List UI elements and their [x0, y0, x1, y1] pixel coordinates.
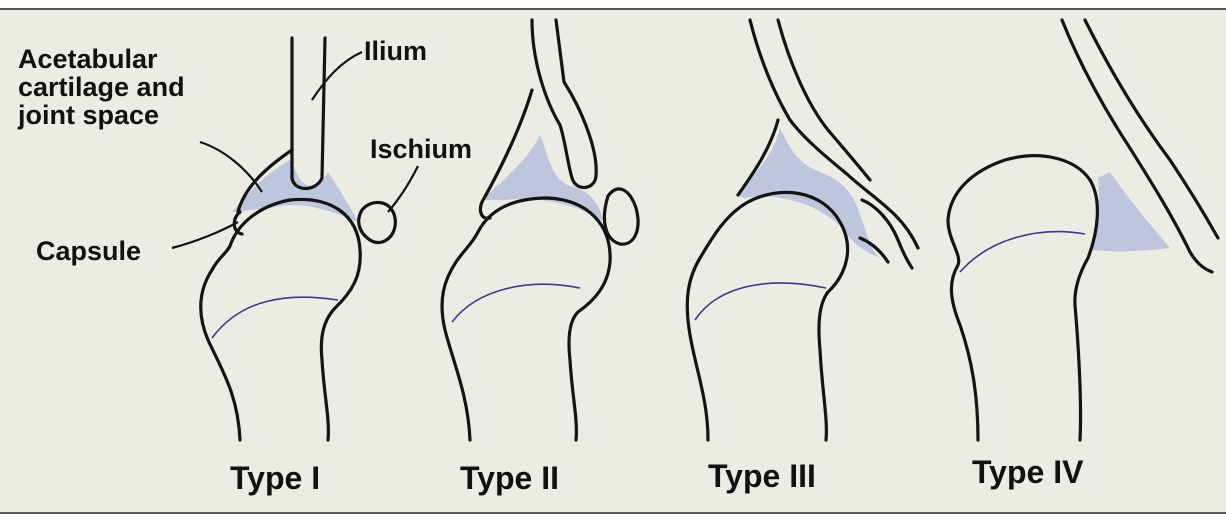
type-1-ilium	[292, 38, 325, 189]
type-2-growth-plate	[452, 284, 580, 322]
type-4-growth-plate	[960, 232, 1085, 272]
capsule-leader-line	[172, 222, 238, 248]
type-1-growth-plate	[212, 297, 338, 338]
ischium-leader-line	[388, 166, 418, 212]
label-ilium: Ilium	[364, 38, 427, 65]
label-type-2: Type II	[460, 462, 559, 494]
type-2-figure	[442, 20, 638, 440]
type-3-growth-plate	[695, 283, 826, 320]
label-type-3: Type III	[708, 460, 816, 492]
label-acetabular: Acetabular	[18, 46, 158, 73]
type-3-cartilage	[735, 128, 880, 258]
type-3-figure	[687, 20, 918, 440]
type-4-figure	[948, 20, 1218, 440]
label-cartilage-and: cartilage and	[18, 74, 185, 101]
type-1-figure	[201, 38, 396, 440]
type-3-femur	[687, 192, 847, 440]
type-2-ischium	[604, 189, 638, 244]
label-ischium: Ischium	[370, 136, 472, 163]
type-1-femur	[201, 199, 360, 440]
label-capsule: Capsule	[36, 238, 141, 265]
type-1-cartilage	[232, 160, 358, 222]
label-joint-space: joint space	[18, 102, 159, 129]
label-type-4: Type IV	[972, 456, 1083, 488]
type-2-femur	[442, 198, 610, 440]
ilium-leader-line	[312, 52, 362, 100]
label-type-1: Type I	[230, 462, 320, 494]
type-4-femur	[948, 156, 1097, 440]
type-4-cartilage	[1092, 172, 1170, 251]
bottom-border	[0, 512, 1226, 531]
